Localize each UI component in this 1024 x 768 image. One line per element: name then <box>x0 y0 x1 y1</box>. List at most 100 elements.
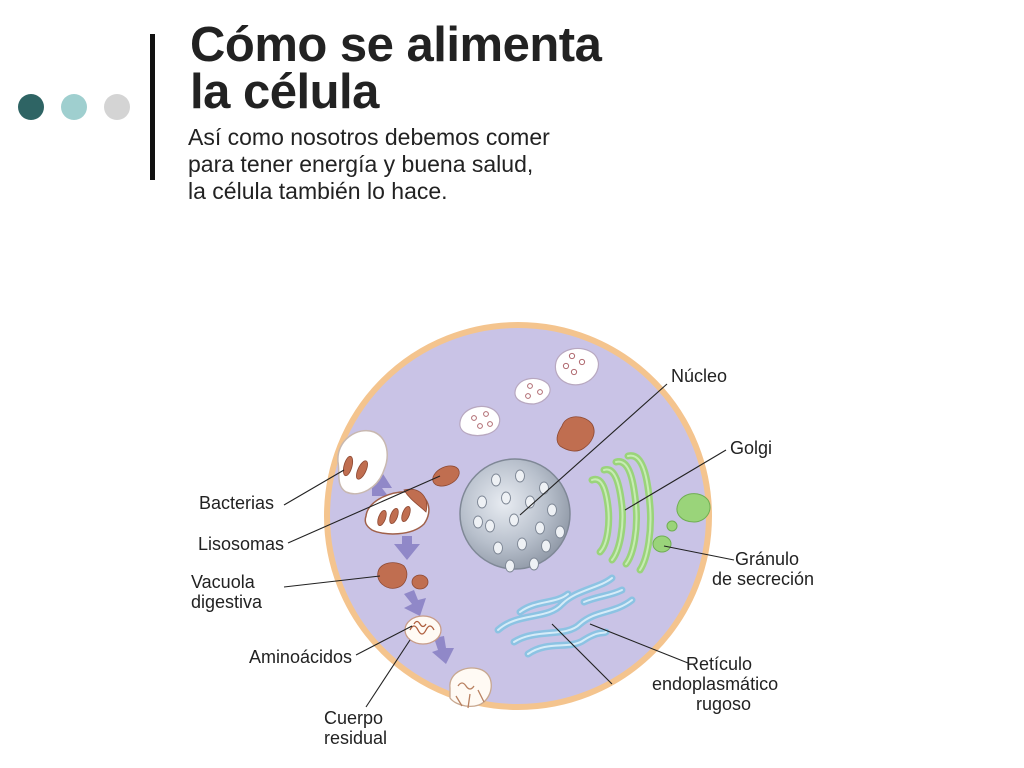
er-lumen <box>497 577 613 631</box>
vesicle-upper-left <box>514 377 551 405</box>
er-lumen <box>527 631 607 655</box>
nuclear-pore <box>509 513 519 527</box>
nuclear-pore <box>547 503 557 517</box>
vesicle-left-particle-2 <box>483 411 489 417</box>
label-golgi: Golgi <box>730 438 772 458</box>
secretion-granule-small <box>666 520 678 532</box>
title-divider-bar <box>150 34 155 180</box>
leader-granulo <box>663 545 735 561</box>
vesicle-left-particle-3 <box>477 423 483 429</box>
leader-aminoacidos <box>355 625 413 656</box>
subtitle-line-2: para tener energía y buena salud, <box>188 151 534 177</box>
page-subtitle: Así como nosotros debemos comer para ten… <box>188 124 550 205</box>
vesicle-top-particle-4 <box>562 362 570 370</box>
nuclear-pore <box>535 521 545 535</box>
leader-vacuola <box>283 575 381 588</box>
title-line-2: la célula <box>190 65 379 119</box>
nuclear-pore <box>485 519 495 533</box>
subtitle-line-3: la célula también lo hace. <box>188 178 448 204</box>
residual-body-debris <box>455 682 485 709</box>
label-granulo-1: Gránulo <box>735 549 799 569</box>
subtitle-line-1: Así como nosotros debemos comer <box>188 124 550 150</box>
residual-body-membrane <box>449 667 492 708</box>
slide-dot-grey <box>104 94 130 120</box>
leader-nucleo <box>519 383 668 516</box>
label-granulo-2: de secreción <box>712 569 814 589</box>
white-vesicles <box>459 347 599 437</box>
vesicle-top-particle-1 <box>568 352 576 360</box>
label-vacuola-2: digestiva <box>191 592 263 612</box>
nuclear-pore <box>493 541 503 555</box>
bacterium-2 <box>356 460 368 480</box>
leader-reticulo-1 <box>589 623 689 664</box>
er-lumen <box>583 589 623 603</box>
vesicle-left-particle-1 <box>471 415 477 421</box>
lysosome-2 <box>556 416 595 452</box>
golgi-cisterna-lumen <box>627 454 652 571</box>
page-title: Cómo se alimenta la célula <box>190 18 602 119</box>
label-aminoacidos: Aminoácidos <box>249 647 352 667</box>
nuclear-pore <box>539 481 549 495</box>
leader-lisosomas <box>287 475 441 544</box>
digestive-vacuole-small <box>411 574 429 590</box>
bacterium-3 <box>377 509 387 527</box>
bacteria-vesicle <box>337 429 388 495</box>
golgi-cisterna-lumen <box>615 460 638 565</box>
title-line-1: Cómo se alimenta <box>190 18 602 72</box>
vesicle-upper-left-particle-3 <box>525 393 531 399</box>
nuclear-pore <box>477 495 487 509</box>
label-reticulo-3: rugoso <box>696 694 751 714</box>
nuclear-pore <box>505 559 515 573</box>
nuclear-pore <box>555 525 565 539</box>
nuclear-pore <box>515 469 525 483</box>
leader-lines <box>283 383 735 708</box>
digestive-vacuole <box>377 562 408 589</box>
label-bacterias: Bacterias <box>199 493 274 513</box>
label-reticulo-2: endoplasmático <box>652 674 778 694</box>
label-lisosomas: Lisosomas <box>198 534 284 554</box>
golgi-cisterna-lumen <box>603 468 624 561</box>
er-lumen <box>519 593 569 613</box>
nucleus <box>459 458 571 573</box>
vesicle-left <box>459 405 501 437</box>
arrow-4 <box>432 636 454 664</box>
vesicle-top-particle-3 <box>570 368 578 376</box>
residual-body <box>449 667 492 709</box>
label-cuerpo-2: residual <box>324 728 387 748</box>
vesicle-left-particle-4 <box>487 421 493 427</box>
leader-bacterias <box>283 469 345 506</box>
lysosome-cap <box>403 488 428 513</box>
vesicle-top <box>554 347 599 386</box>
nuclear-pore <box>517 537 527 551</box>
vesicle-top-particle-2 <box>578 358 586 366</box>
amino-acid-vesicle <box>404 615 442 645</box>
secretion-granule-large <box>676 493 711 523</box>
nuclear-pore <box>501 491 511 505</box>
bacterium-1 <box>342 455 354 477</box>
vesicle-upper-left-particle-1 <box>527 383 533 389</box>
nuclear-pore <box>473 515 483 529</box>
arrow-2 <box>394 536 420 560</box>
nuclear-pore <box>541 539 551 553</box>
label-vacuola-1: Vacuola <box>191 572 256 592</box>
leader-cuerpo <box>365 639 411 708</box>
slide-dot-dark <box>18 94 44 120</box>
label-cuerpo-1: Cuerpo <box>324 708 383 728</box>
golgi-apparatus <box>588 452 654 574</box>
arrow-3 <box>404 590 426 616</box>
amino-acid-squiggle <box>409 620 435 635</box>
er-lumen <box>513 599 633 643</box>
lysosome-1 <box>432 465 460 487</box>
nuclear-pore <box>529 557 539 571</box>
golgi-cisterna-lumen <box>591 478 610 553</box>
slide-dot-teal <box>61 94 87 120</box>
bacterium-4 <box>389 507 399 525</box>
label-nucleo: Núcleo <box>671 366 727 386</box>
leader-reticulo-2 <box>551 623 613 685</box>
rough-endoplasmic-reticulum <box>494 574 636 658</box>
label-reticulo-1: Retículo <box>686 654 752 674</box>
secretion-granule-medium <box>652 535 672 553</box>
leader-golgi <box>624 449 727 511</box>
vesicle-upper-left-particle-2 <box>537 389 543 395</box>
